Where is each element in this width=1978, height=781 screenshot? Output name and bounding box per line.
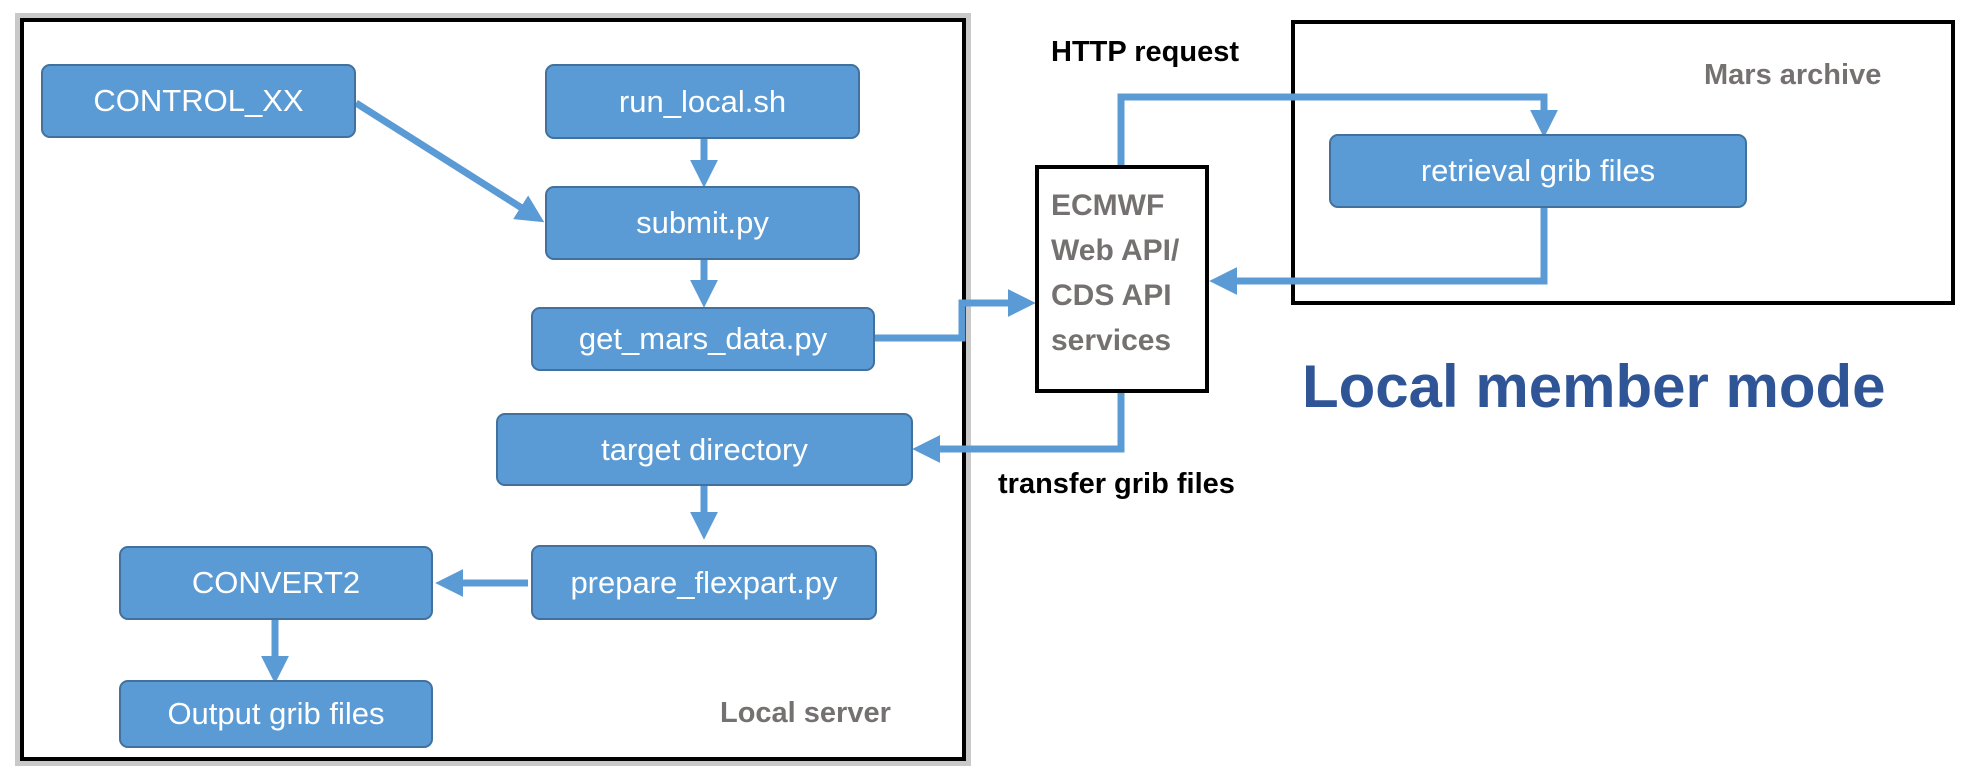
mode-title: Local member mode [1302,353,1886,420]
target-directory-node: target directory [496,413,913,486]
get-mars-data-node: get_mars_data.py [531,307,875,371]
transfer-grib-files-label: transfer grib files [998,468,1235,500]
run-local-node: run_local.sh [545,64,860,139]
output-grib-files-node: Output grib files [119,680,433,748]
submit-node: submit.py [545,186,860,260]
mars-archive-label: Mars archive [1704,59,1882,91]
local-server-label: Local server [720,697,891,729]
api-services-box: ECMWF Web API/ CDS API services [1035,165,1209,393]
api-services-text: ECMWF Web API/ CDS API services [1051,189,1180,357]
convert2-node: CONVERT2 [119,546,433,620]
control-xx-node: CONTROL_XX [41,64,356,138]
retrieval-grib-files-node: retrieval grib files [1329,134,1747,208]
http-request-label: HTTP request [1051,36,1240,68]
prepare-flexpart-node: prepare_flexpart.py [531,545,877,620]
